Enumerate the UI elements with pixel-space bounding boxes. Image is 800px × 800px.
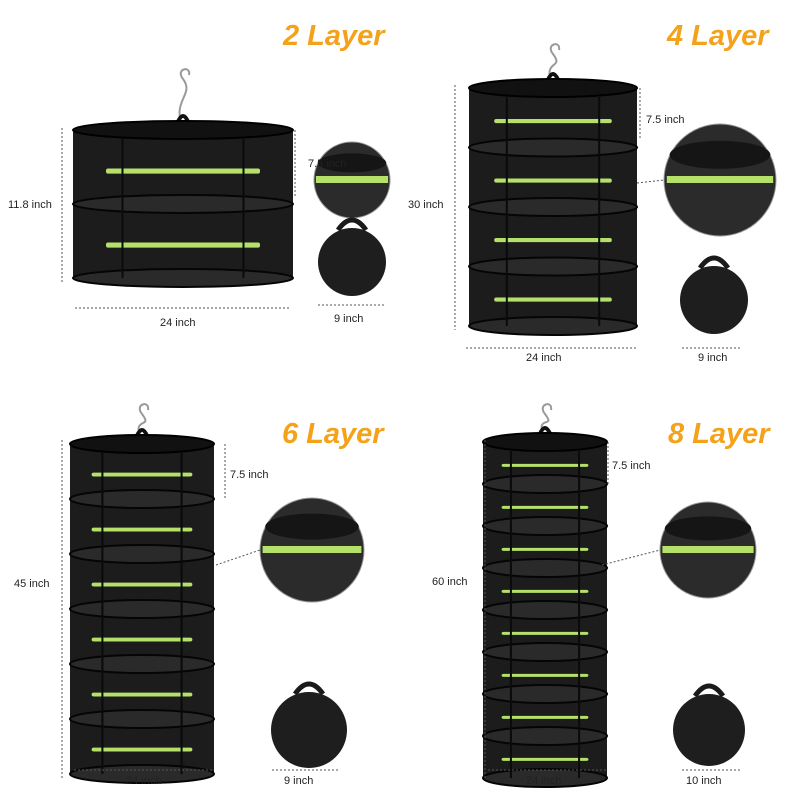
zipper-closeup-line [262, 546, 362, 553]
zipper-line [91, 527, 193, 532]
spacing-label: 7.5 inch [308, 158, 347, 170]
bag-handle [692, 683, 726, 698]
zipper-line [501, 547, 589, 551]
bag-handle [335, 217, 369, 232]
width-label: 24 inch [126, 775, 162, 787]
shelf-ring [69, 599, 215, 619]
drying-net-6-layer [61, 403, 365, 784]
width-label: 24 inch [526, 352, 562, 364]
height-label: 30 inch [408, 199, 444, 211]
top-ring [482, 432, 608, 452]
zipper-line [494, 297, 612, 302]
zipper-line [501, 715, 589, 719]
width-label: 24 inch [526, 775, 562, 787]
zipper-line [106, 168, 260, 174]
panel-2-layer: 2 Layer 11.8 inch 7.5 inch 24 inch 9 inc… [0, 0, 400, 400]
closeup-ring [669, 140, 771, 169]
shelf-ring [482, 726, 608, 746]
zipper-line [501, 589, 589, 593]
height-label: 60 inch [432, 576, 468, 588]
zipper-line [91, 637, 193, 642]
closeup-ring [265, 513, 359, 540]
zipper-line [494, 178, 612, 183]
bag-label: 9 inch [698, 352, 728, 364]
spacing-label: 7.5 inch [230, 469, 269, 481]
width-label: 24 inch [160, 317, 196, 329]
shelf-ring [468, 316, 638, 336]
shelf-ring [69, 709, 215, 729]
zipper-closeup-line [662, 546, 754, 553]
shelf-ring [482, 558, 608, 578]
shelf-ring [482, 474, 608, 494]
spacing-label: 7.5 inch [612, 460, 651, 472]
panel-title: 6 Layer [282, 418, 384, 450]
panel-title: 2 Layer [283, 20, 385, 52]
storage-bag [318, 228, 386, 296]
panel-8-layer: 8 Layer 60 inch 7.5 inch 24 inch 10 inch [400, 400, 800, 800]
top-ring [69, 434, 215, 454]
bag-label: 10 inch [686, 775, 722, 787]
drying-net-4-layer [454, 43, 777, 349]
zipper-line [501, 505, 589, 509]
top-ring [468, 78, 638, 98]
zipper-line [106, 242, 260, 248]
shelf-ring [69, 489, 215, 509]
shelf-ring [69, 544, 215, 564]
zipper-line [501, 673, 589, 677]
zipper-line [91, 747, 193, 752]
shelf-ring [72, 268, 294, 288]
bag-label: 9 inch [334, 313, 364, 325]
zipper-closeup-line [666, 176, 774, 183]
shelf-ring [482, 642, 608, 662]
spacing-label: 7.5 inch [646, 114, 685, 126]
panel-title: 4 Layer [667, 20, 769, 52]
zipper-line [501, 463, 589, 467]
bag-handle [697, 255, 731, 270]
zipper-line [501, 631, 589, 635]
shelf-ring [482, 768, 608, 788]
panel-title: 8 Layer [668, 418, 770, 450]
hook-icon [178, 68, 191, 129]
zipper-line [501, 757, 589, 761]
storage-bag [271, 692, 347, 768]
shelf-ring [482, 516, 608, 536]
hook-icon [548, 43, 561, 87]
top-ring [72, 120, 294, 140]
zipper-line [91, 472, 193, 477]
callout-line [636, 179, 665, 184]
storage-bag [673, 694, 745, 766]
hook-icon [540, 403, 553, 441]
shelf-ring [468, 197, 638, 217]
callout-line [215, 549, 261, 566]
zipper-line [494, 118, 612, 124]
panel-6-layer: 6 Layer 45 inch 7.5 inch 24 inch 9 inch [0, 400, 400, 800]
drying-net-8-layer [482, 403, 757, 788]
bag-handle [292, 681, 326, 696]
zipper-line [91, 582, 193, 587]
shelf-ring [72, 194, 294, 214]
height-label: 11.8 inch [8, 199, 52, 211]
closeup-ring [317, 153, 387, 173]
shelf-ring [69, 654, 215, 674]
shelf-ring [482, 684, 608, 704]
height-label: 45 inch [14, 578, 50, 590]
callout-line [601, 549, 661, 566]
closeup-ring [664, 516, 752, 541]
shelf-ring [468, 137, 638, 158]
zipper-closeup-line [315, 176, 389, 183]
drying-net-2-layer [61, 68, 391, 309]
shelf-ring [468, 256, 638, 277]
shelf-ring [482, 600, 608, 620]
storage-bag [680, 266, 748, 334]
zipper-line [494, 237, 612, 243]
bag-label: 9 inch [284, 775, 314, 787]
panel-4-layer: 4 Layer 30 inch 7.5 inch 24 inch 9 inch [400, 0, 800, 400]
zipper-line [91, 692, 193, 697]
hook-icon [137, 403, 150, 443]
